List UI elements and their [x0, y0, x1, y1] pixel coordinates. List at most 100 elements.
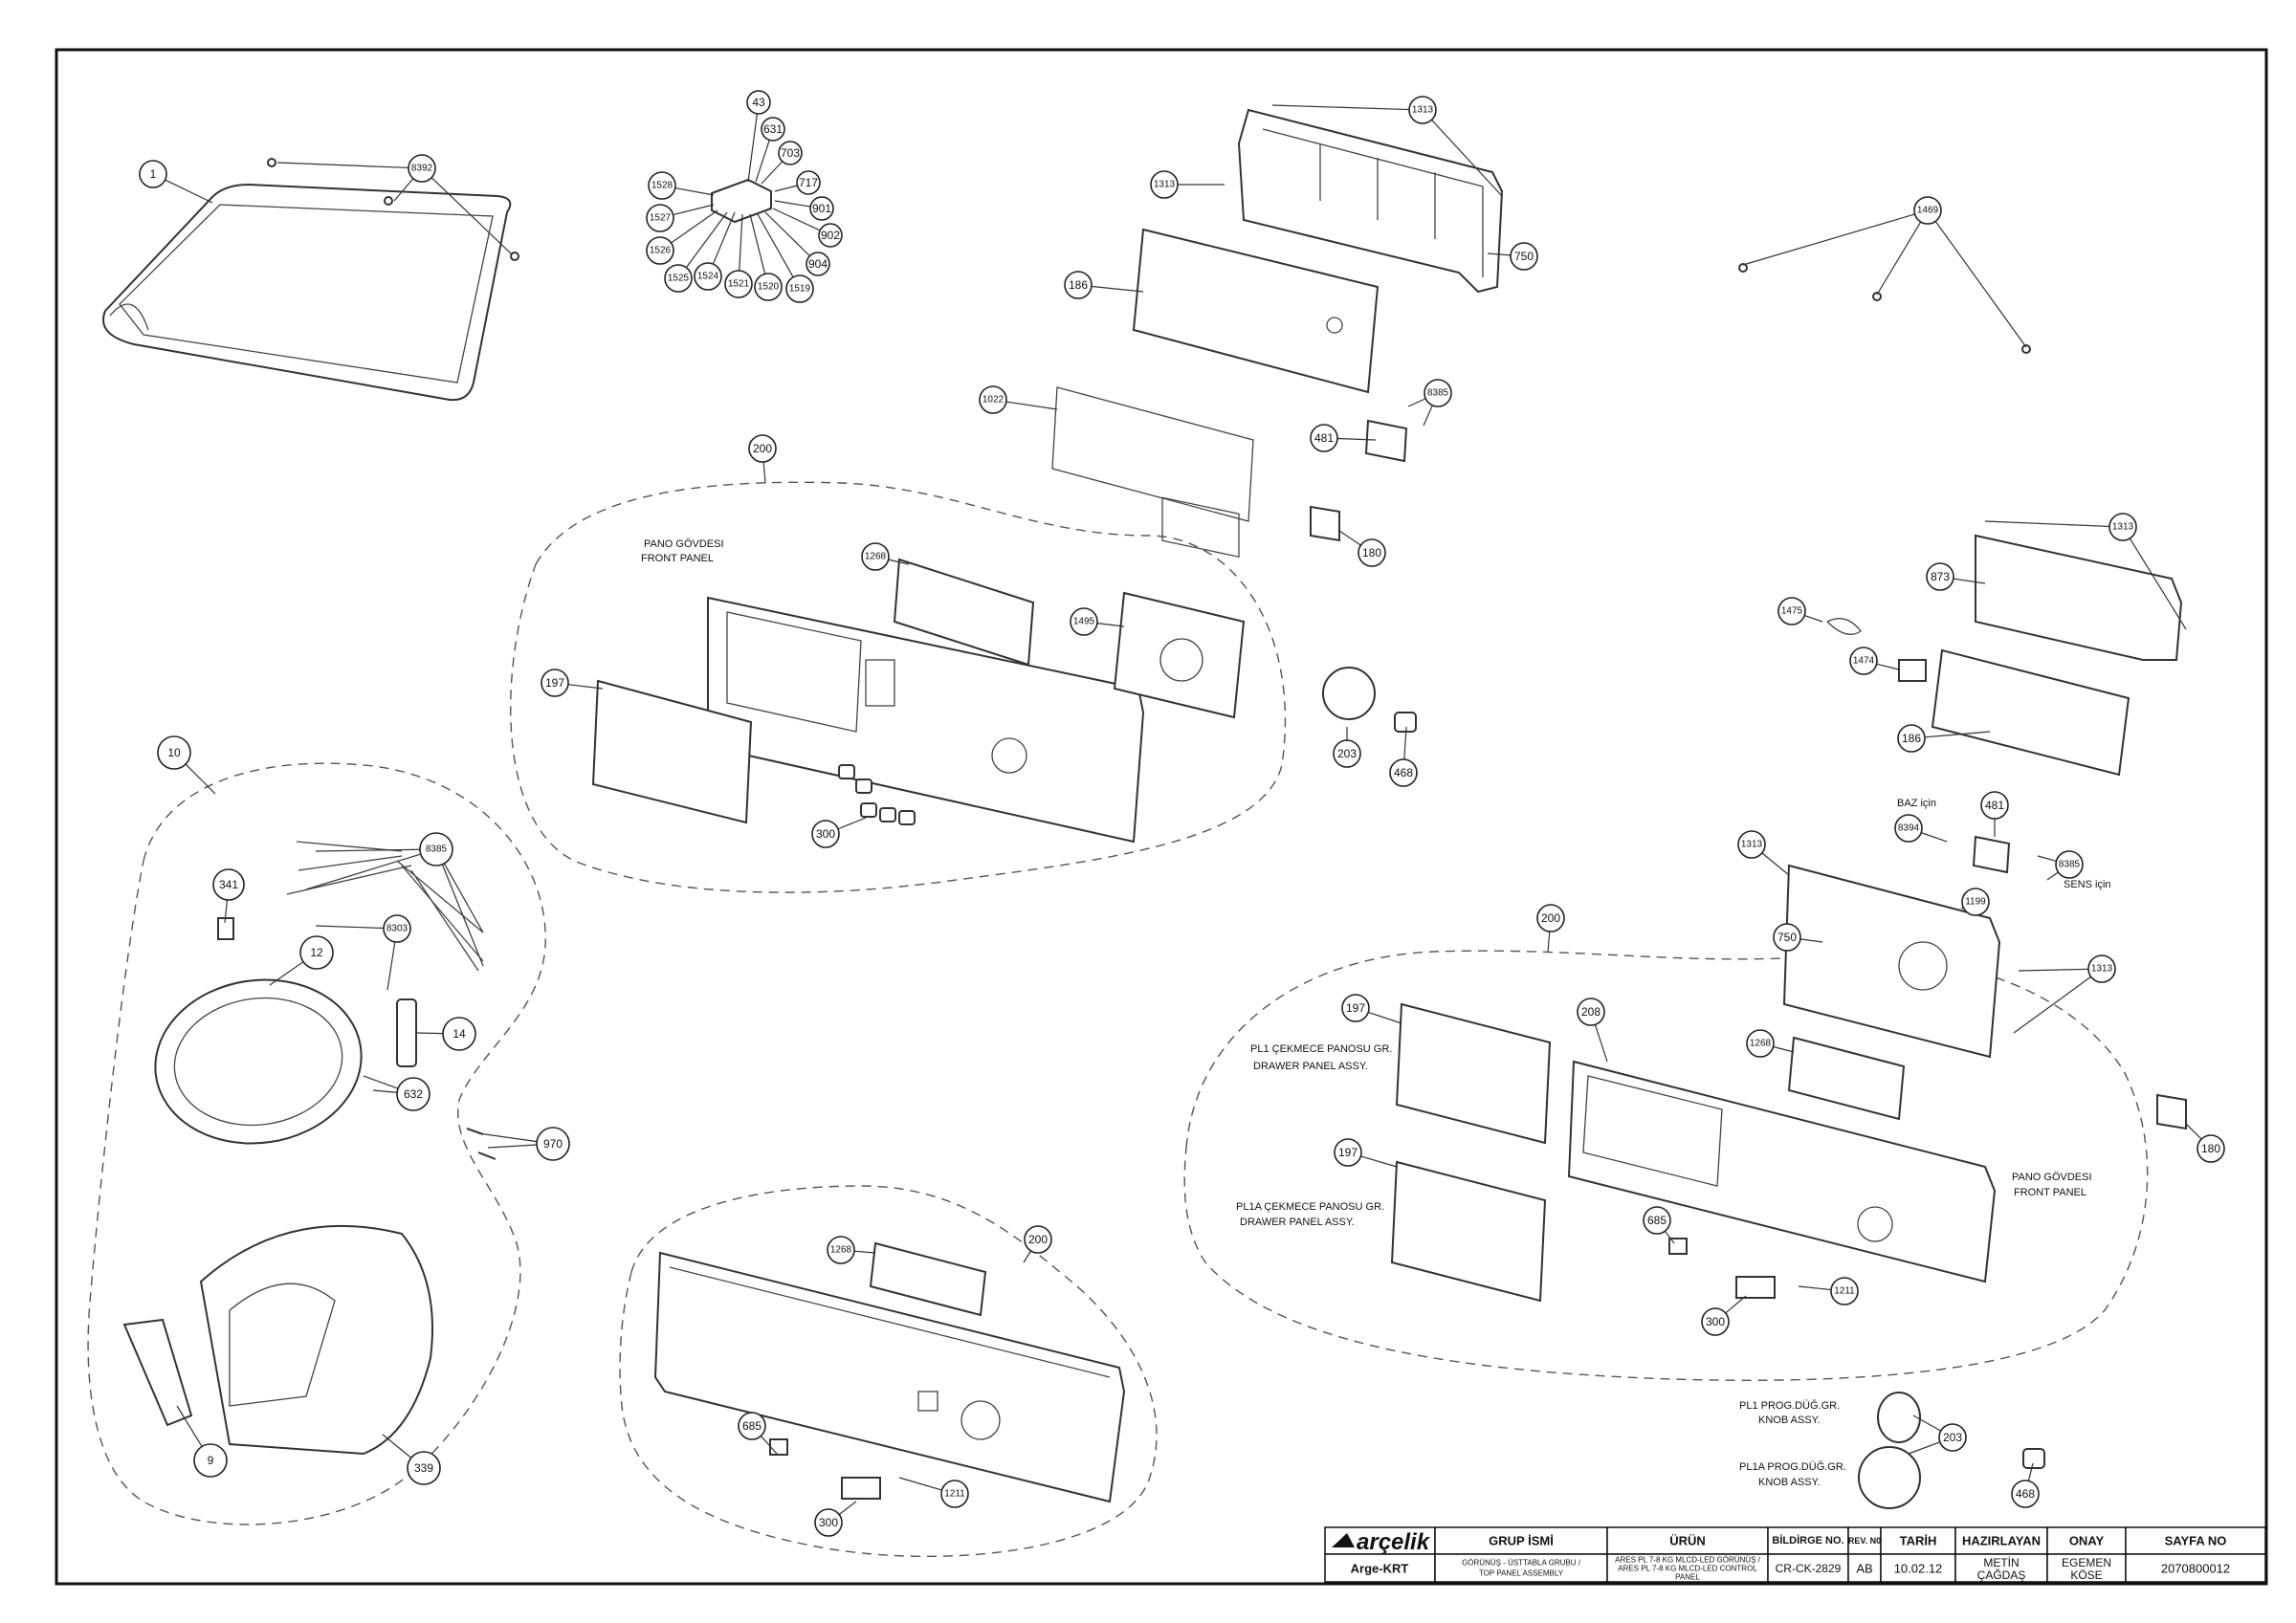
leader-line: [739, 213, 743, 272]
callout-circle: [724, 270, 753, 298]
callout-circle: [408, 154, 436, 183]
tb-header-onay: ONAY: [2069, 1534, 2105, 1548]
knob-pl1a-part: [1858, 1446, 1921, 1509]
callout-circle: [1926, 562, 1954, 591]
callout-750: 750: [1773, 923, 1801, 952]
leader-line: [1336, 437, 1377, 441]
callout-703: 703: [778, 141, 803, 165]
callout-904: 904: [806, 252, 830, 276]
leader-line: [224, 899, 229, 924]
leader-line: [685, 211, 728, 269]
callout-circle: [157, 735, 191, 770]
callout-number: 8394: [1898, 823, 1920, 834]
leader-line: [755, 140, 770, 183]
leader-line: [1761, 852, 1790, 876]
leader-line: [1924, 731, 1991, 738]
callout-circle: [2011, 1480, 2040, 1508]
tb-grup-line2: TOP PANEL ASSEMBLY: [1479, 1569, 1564, 1578]
callout-number: 197: [545, 676, 564, 690]
leader-line: [749, 213, 766, 274]
handle-9-part: [122, 1318, 193, 1427]
callout-circle: [806, 252, 830, 276]
callout-number: 339: [414, 1461, 433, 1475]
callout-number: 1268: [865, 552, 887, 562]
callout-circle: [407, 1451, 441, 1485]
callout-number: 904: [808, 257, 828, 271]
callout-number: 300: [819, 1516, 838, 1529]
callout-number: 1520: [758, 282, 780, 293]
callout-10: 10: [157, 735, 191, 770]
leader-line: [1338, 530, 1361, 546]
callout-circle: [979, 385, 1007, 414]
leader-line: [393, 178, 414, 202]
front-panel-208-part: [1567, 1060, 1997, 1283]
callout-1211: 1211: [1830, 1277, 1859, 1305]
callout-number: 631: [763, 122, 783, 136]
tb-dept: Arge-KRT: [1351, 1562, 1409, 1576]
callout-901: 901: [809, 196, 834, 221]
callout-circle: [299, 935, 334, 970]
button-468-part: [1394, 712, 1417, 733]
holder-1268-lower-part: [869, 1241, 987, 1317]
callout-circle: [1777, 597, 1806, 625]
buttons-300-lower-part: [841, 1477, 881, 1500]
callout-circle: [419, 832, 453, 866]
callout-circle: [1701, 1307, 1730, 1336]
callout-1313: 1313: [1408, 96, 1437, 124]
annotation-label: KNOB ASSY.: [1758, 1415, 1821, 1426]
tb-header-bildirge: BİLDİRGE NO.: [1772, 1534, 1843, 1546]
tb-tarih: 10.02.12: [1894, 1562, 1943, 1576]
leader-line: [1798, 1285, 1832, 1291]
annotation-label: PL1 ÇEKMECE PANOSU GR.: [1250, 1043, 1392, 1055]
callout-number: 300: [816, 827, 835, 841]
tb-header-tarih: TARİH: [1900, 1534, 1937, 1548]
callout-1526: 1526: [646, 236, 674, 265]
callout-number: 1474: [1853, 656, 1875, 667]
callout-1521: 1521: [724, 270, 753, 298]
callout-717: 717: [796, 170, 821, 195]
leader-line: [2027, 1462, 2034, 1481]
callout-number: 481: [1314, 431, 1334, 445]
leader-line: [1096, 623, 1125, 627]
callout-number: 9: [208, 1454, 214, 1467]
callout-circle: [1536, 904, 1565, 932]
holder-1268-part: [893, 558, 1035, 667]
tb-sayfa: 2070800012: [2161, 1562, 2230, 1576]
callout-number: 1211: [944, 1489, 965, 1500]
callout-number: 180: [2201, 1142, 2220, 1155]
leader-line: [774, 200, 811, 208]
callout-circle: [193, 1443, 228, 1478]
leader-line: [1423, 405, 1433, 427]
callout-481: 481: [1980, 791, 2009, 820]
callout-1527: 1527: [646, 204, 674, 232]
callout-12: 12: [299, 935, 334, 970]
tb-hazirlayan-2: ÇAĞDAŞ: [1977, 1568, 2026, 1582]
leader-line: [747, 113, 759, 183]
leader-line: [1953, 578, 1986, 584]
callout-number: 197: [1338, 1146, 1358, 1159]
callout-number: 970: [543, 1137, 563, 1151]
callout-1475: 1475: [1777, 597, 1806, 625]
callout-8385: 8385: [2055, 850, 2084, 879]
title-block: arçelik Arge-KRT GRUP İSMİ GÖRÜNÜŞ - ÜST…: [1324, 1526, 2266, 1583]
leader-line: [1360, 1155, 1398, 1168]
callout-750: 750: [1510, 242, 1538, 271]
cover-1495-part: [1113, 591, 1246, 719]
leader-line: [888, 559, 910, 565]
callout-1022: 1022: [979, 385, 1007, 414]
callout-circle: [1830, 1277, 1859, 1305]
leader-line: [2013, 976, 2092, 1034]
leader-line: [1594, 1024, 1608, 1063]
holder-1268-right-part: [1787, 1036, 1906, 1121]
socket-481-part: [1364, 419, 1408, 463]
callout-number: 901: [812, 202, 831, 215]
callout-circle: [1737, 830, 1766, 859]
callout-number: 1199: [1965, 897, 1986, 908]
callout-number: 1313: [2112, 522, 2134, 533]
callout-circle: [1333, 739, 1361, 768]
callout-number: 200: [1541, 911, 1560, 925]
leader-line: [443, 863, 484, 933]
callout-1519: 1519: [785, 274, 814, 303]
callout-number: 186: [1069, 278, 1088, 292]
